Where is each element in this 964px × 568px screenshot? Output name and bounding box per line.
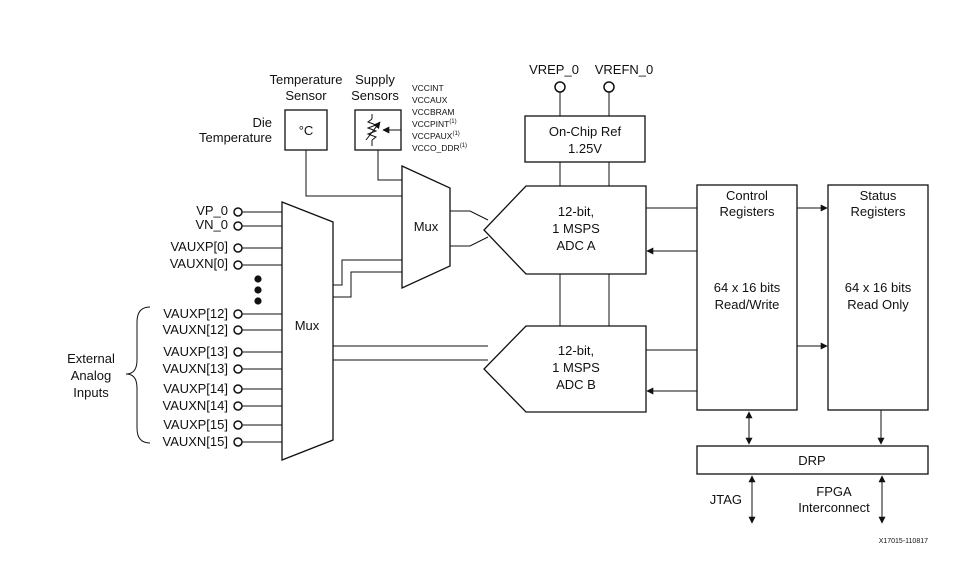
sensor-mux-label: Mux xyxy=(414,219,439,234)
input-pin-icon xyxy=(233,309,243,319)
mux-to-mux-wire xyxy=(333,259,402,286)
resistor-icon xyxy=(365,114,401,146)
input-pin-label: VP_0 xyxy=(196,203,228,218)
external-inputs-brace-icon xyxy=(125,306,151,444)
input-pin-label: VAUXN[15] xyxy=(162,434,228,449)
control-registers-access: Read/Write xyxy=(715,297,780,312)
input-pin-label: VAUXP[13] xyxy=(163,344,228,359)
jtag-label: JTAG xyxy=(710,492,742,507)
adc-a-line-1: 12-bit, xyxy=(558,204,594,219)
sensor-mux xyxy=(401,164,451,290)
input-pin-icon xyxy=(233,221,243,231)
supply-sensors-label-1: Supply xyxy=(355,72,395,87)
external-inputs-label-3: Inputs xyxy=(73,385,109,400)
temperature-sensor-label-2: Sensor xyxy=(285,88,327,103)
supply-rail: VCCAUX xyxy=(412,95,448,105)
status-registers-access: Read Only xyxy=(847,297,909,312)
vrefn-pin-label: VREFN_0 xyxy=(595,62,654,77)
adc-a-line-2: 1 MSPS xyxy=(552,221,600,236)
supply-rail: VCCBRAM xyxy=(412,107,455,117)
drp-label: DRP xyxy=(798,453,825,468)
adc-b xyxy=(483,325,647,413)
input-pin-icon xyxy=(233,384,243,394)
input-pin-icon xyxy=(233,260,243,270)
fpga-label-1: FPGA xyxy=(816,484,852,499)
supply-sensors-label-2: Sensors xyxy=(351,88,399,103)
input-mux xyxy=(281,201,334,461)
supply-rail: VCCO_DDR(1) xyxy=(412,143,467,153)
external-inputs-label-2: Analog xyxy=(71,368,111,383)
input-pin-label: VAUXN[12] xyxy=(162,322,228,337)
input-pin-group-bottom: VAUXP[12] VAUXN[12] VAUXP[13] VAUXN[13] … xyxy=(162,306,282,449)
input-pin-icon xyxy=(233,243,243,253)
adc-b-line-2: 1 MSPS xyxy=(552,360,600,375)
mux-to-mux-wire xyxy=(333,271,402,298)
drp-box xyxy=(696,445,929,475)
die-temperature-label-1: Die xyxy=(252,115,272,130)
control-registers-title-2: Registers xyxy=(720,204,775,219)
external-inputs-label-1: External xyxy=(67,351,115,366)
input-pin-label: VAUXN[0] xyxy=(170,256,228,271)
input-pin-label: VAUXP[14] xyxy=(163,381,228,396)
input-pin-icon xyxy=(233,420,243,430)
temperature-sensor-box xyxy=(284,109,328,151)
status-registers-size: 64 x 16 bits xyxy=(845,280,912,295)
fpga-label-2: Interconnect xyxy=(798,500,870,515)
adc-b-line-3: ADC B xyxy=(556,377,596,392)
status-registers-title-2: Registers xyxy=(851,204,906,219)
adc-b-line-1: 12-bit, xyxy=(558,343,594,358)
input-pin-icon xyxy=(233,325,243,335)
input-pin-icon xyxy=(233,401,243,411)
adc-a-line-3: ADC A xyxy=(556,238,595,253)
figure-id-label: X17015-110817 xyxy=(879,538,928,545)
vrefn-pin-icon xyxy=(603,81,615,93)
input-pin-label: VAUXP[0] xyxy=(170,239,228,254)
input-pin-group-top: VP_0 VN_0 VAUXP[0] VAUXN[0] xyxy=(170,203,282,271)
input-pin-label: VN_0 xyxy=(195,217,228,232)
input-pin-label: VAUXN[13] xyxy=(162,361,228,376)
control-registers-box xyxy=(696,184,798,411)
input-mux-label: Mux xyxy=(295,318,320,333)
temperature-wire xyxy=(305,150,402,197)
supply-rail: VCCPAUX(1) xyxy=(412,131,460,141)
input-pin-label: VAUXP[15] xyxy=(163,417,228,432)
input-pin-icon xyxy=(233,347,243,357)
ellipsis-dots-icon xyxy=(254,275,262,305)
control-registers-title-1: Control xyxy=(726,188,768,203)
status-registers-title-1: Status xyxy=(860,188,897,203)
input-pin-label: VAUXN[14] xyxy=(162,398,228,413)
vrep-pin-label: VREP_0 xyxy=(529,62,579,77)
supply-wire xyxy=(377,150,402,181)
supply-rail: VCCPINT(1) xyxy=(412,119,457,129)
mux-to-adc-a-wire xyxy=(450,236,489,247)
on-chip-reference-label: On-Chip Ref xyxy=(549,124,622,139)
on-chip-reference-voltage: 1.25V xyxy=(568,141,602,156)
supply-rail: VCCINT xyxy=(412,83,444,93)
die-temperature-label-2: Temperature xyxy=(199,130,272,145)
adc-a xyxy=(483,185,647,275)
input-pin-icon xyxy=(233,437,243,447)
temperature-sensor-label-1: Temperature xyxy=(270,72,343,87)
vrep-pin-icon xyxy=(554,81,566,93)
input-pin-label: VAUXP[12] xyxy=(163,306,228,321)
input-pin-icon xyxy=(233,364,243,374)
on-chip-reference-box xyxy=(524,115,646,163)
temperature-unit-label: °C xyxy=(299,123,314,138)
input-pin-icon xyxy=(233,207,243,217)
status-registers-box xyxy=(827,184,929,411)
supply-rail-list: VCCINT VCCAUX VCCBRAM VCCPINT(1) VCCPAUX… xyxy=(412,83,467,153)
mux-to-adc-a-wire xyxy=(450,210,489,221)
control-registers-size: 64 x 16 bits xyxy=(714,280,781,295)
